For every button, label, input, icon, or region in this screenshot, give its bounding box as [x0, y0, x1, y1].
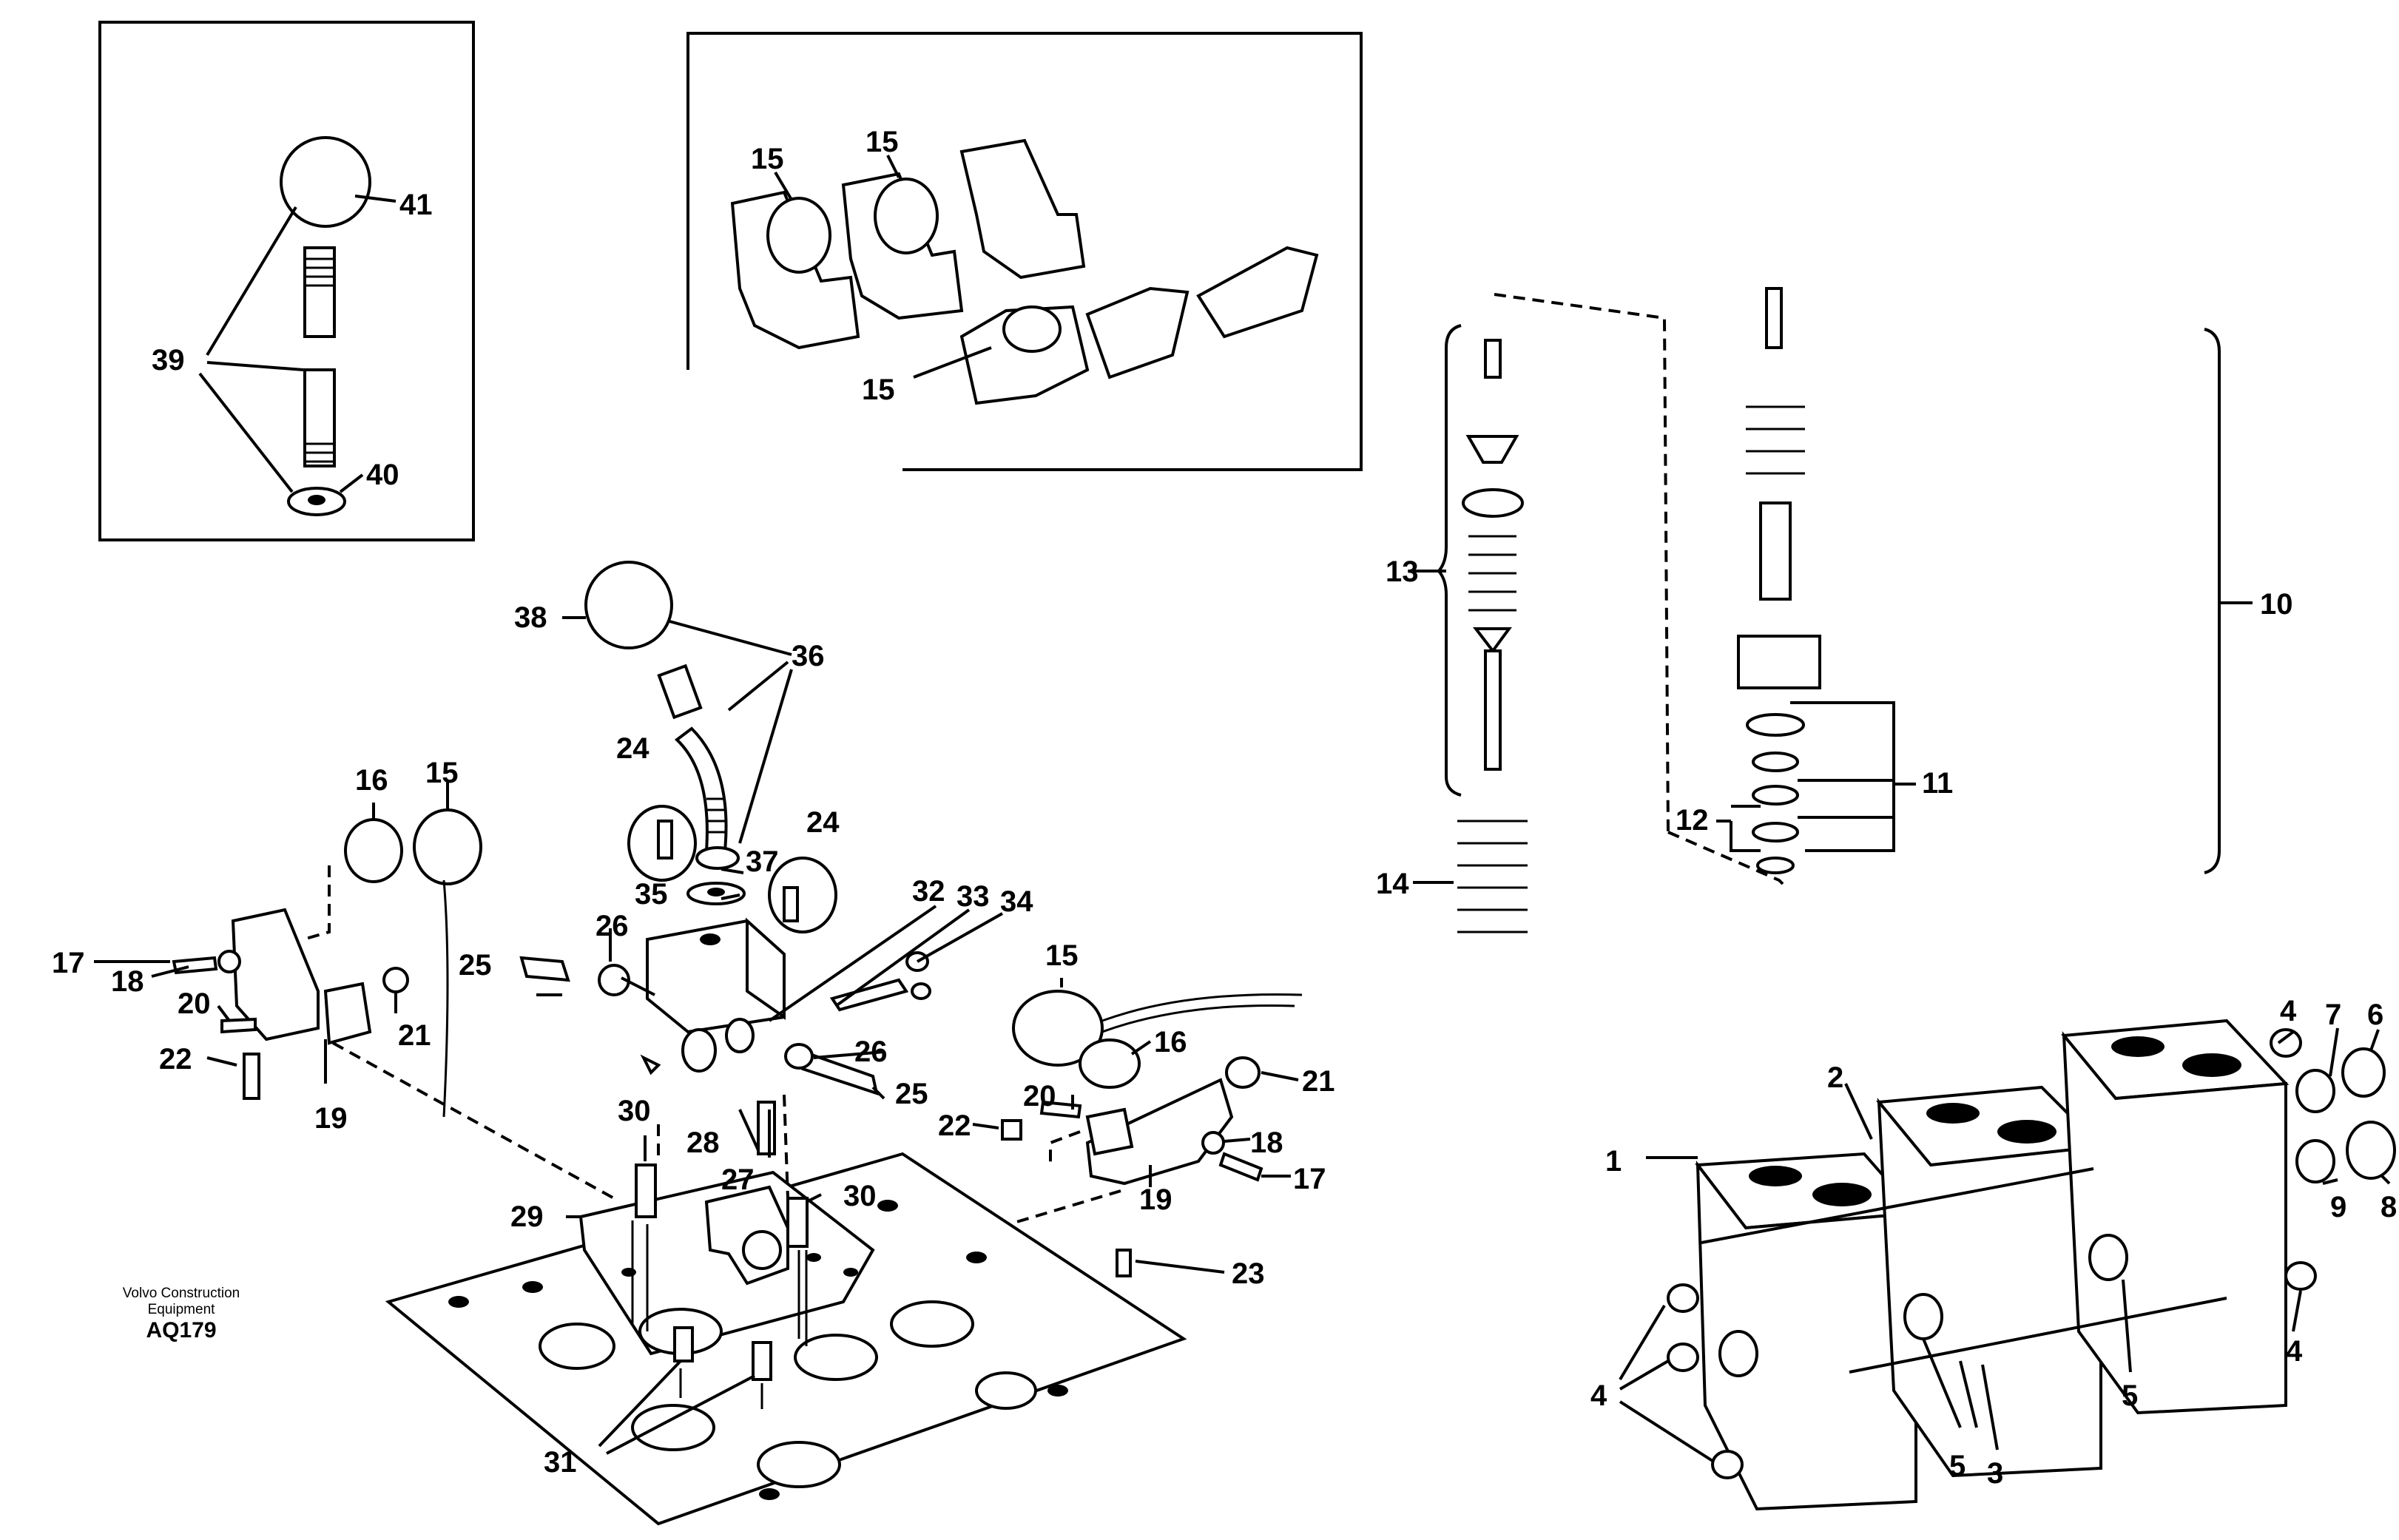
callout-25-a: 25 [459, 949, 492, 982]
callout-24-b: 24 [806, 806, 840, 839]
callout-5-bottom: 5 [1949, 1450, 1966, 1482]
callout-23: 23 [1232, 1257, 1265, 1290]
control-block [519, 561, 1003, 1158]
lever-rod-upper [303, 246, 336, 338]
callout-3: 3 [1987, 1457, 2003, 1490]
inset-brackets [686, 32, 1363, 471]
callout-16-a: 16 [355, 764, 388, 797]
callout-6: 6 [2367, 999, 2383, 1031]
callout-31: 31 [544, 1446, 577, 1479]
base-plate [385, 1094, 1187, 1526]
callout-20-b: 20 [1023, 1080, 1056, 1112]
callout-33: 33 [956, 880, 990, 913]
callout-41: 41 [399, 189, 433, 221]
callout-labels: 1 2 3 4 4 4 5 5 6 7 8 9 10 11 12 13 14 1… [52, 126, 2397, 1490]
callout-30-b: 30 [843, 1180, 877, 1212]
callout-4-top: 4 [2280, 995, 2297, 1027]
callout-12: 12 [1676, 804, 1709, 837]
publisher-credit: Volvo Construction Equipment AQ179 [85, 1286, 277, 1343]
callout-28: 28 [686, 1127, 720, 1159]
callout-18-b: 18 [1250, 1127, 1283, 1159]
callout-2: 2 [1827, 1061, 1843, 1094]
diagram-code: AQ179 [146, 1318, 217, 1343]
lever-rod-lower [303, 368, 336, 467]
callout-15-e: 15 [1045, 939, 1079, 972]
callout-13: 13 [1386, 555, 1419, 588]
callout-19-a: 19 [314, 1102, 348, 1135]
callout-9: 9 [2330, 1191, 2346, 1223]
callout-26-b: 26 [854, 1036, 888, 1068]
callout-36: 36 [792, 640, 825, 672]
callout-22-a: 22 [159, 1043, 192, 1075]
callout-1: 1 [1605, 1145, 1622, 1178]
inset-lever [98, 21, 475, 541]
lever-knob [280, 136, 371, 228]
right-bracket [872, 978, 1303, 1277]
spool-assembly [1413, 287, 2253, 933]
callout-17-b: 17 [1293, 1163, 1326, 1195]
callout-18-a: 18 [111, 965, 144, 998]
callout-26-a: 26 [595, 910, 629, 942]
callout-24-a: 24 [616, 732, 649, 765]
callout-40: 40 [366, 459, 399, 491]
callout-35: 35 [635, 878, 668, 911]
credit-line-1: Volvo Construction [122, 1286, 240, 1301]
callout-4-left: 4 [1590, 1379, 1607, 1412]
callout-15-a: 15 [751, 143, 784, 175]
callout-11: 11 [1922, 767, 1953, 800]
left-bracket [94, 780, 615, 1200]
callout-37: 37 [746, 845, 779, 878]
valve-housings [1619, 1019, 2396, 1511]
knob-38 [584, 561, 673, 649]
callout-10: 10 [2260, 588, 2293, 621]
callout-8: 8 [2381, 1191, 2397, 1223]
callout-21-a: 21 [398, 1019, 431, 1052]
callout-16-b: 16 [1154, 1026, 1187, 1058]
callout-19-b: 19 [1139, 1183, 1172, 1216]
callout-39: 39 [152, 344, 185, 376]
callout-30-a: 30 [618, 1095, 651, 1127]
callout-29: 29 [510, 1200, 544, 1233]
callout-14: 14 [1376, 868, 1409, 900]
callout-38: 38 [514, 601, 547, 634]
credit-line-2: Equipment [147, 1302, 215, 1317]
callout-17-a: 17 [52, 947, 85, 979]
callout-15-d: 15 [425, 757, 459, 789]
callout-7: 7 [2325, 999, 2341, 1031]
callout-15-c: 15 [862, 374, 895, 406]
callout-20-a: 20 [178, 987, 211, 1020]
callout-21-b: 21 [1302, 1065, 1335, 1098]
callout-5-right: 5 [2122, 1379, 2138, 1412]
callout-15-b: 15 [866, 126, 899, 158]
callout-32: 32 [912, 875, 945, 908]
callout-34: 34 [1000, 885, 1033, 918]
callout-27: 27 [721, 1164, 755, 1196]
callout-25-b: 25 [895, 1078, 928, 1110]
callout-22-b: 22 [938, 1110, 971, 1142]
callout-4-right: 4 [2286, 1335, 2303, 1368]
